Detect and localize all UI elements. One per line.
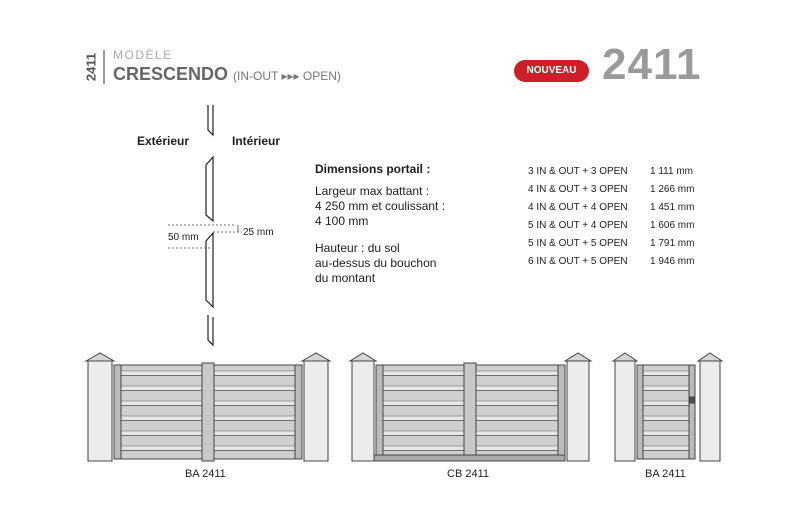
dimensions-width-text: Largeur max battant : 4 250 mm et coulis… bbox=[315, 184, 446, 228]
gate-cb-center bbox=[348, 352, 593, 462]
size-height: 1 606 mm bbox=[650, 220, 695, 231]
size-row: 4 IN & OUT + 3 OPEN 1 266 mm bbox=[528, 184, 694, 202]
size-config: 3 IN & OUT + 3 OPEN bbox=[528, 166, 628, 177]
gate-ba-pedestrian bbox=[611, 352, 724, 462]
profile-section-diagram bbox=[168, 105, 242, 347]
size-row: 6 IN & OUT + 5 OPEN 1 946 mm bbox=[528, 256, 694, 274]
size-config: 6 IN & OUT + 5 OPEN bbox=[528, 256, 628, 267]
size-row: 4 IN & OUT + 4 OPEN 1 451 mm bbox=[528, 202, 694, 220]
gate-illustrations bbox=[84, 352, 724, 462]
dimensions-height-text: Hauteur : du sol au-dessus du bouchon du… bbox=[315, 241, 437, 285]
exterior-label: Extérieur bbox=[137, 134, 190, 148]
size-config: 5 IN & OUT + 4 OPEN bbox=[528, 220, 628, 231]
size-row: 5 IN & OUT + 5 OPEN 1 791 mm bbox=[528, 238, 694, 256]
size-height: 1 791 mm bbox=[650, 238, 695, 249]
size-table: 3 IN & OUT + 3 OPEN 1 111 mm 4 IN & OUT +… bbox=[528, 166, 694, 274]
model-title: CRESCENDO (IN-OUT ▸▸▸ OPEN) bbox=[113, 64, 341, 85]
nouveau-badge: NOUVEAU bbox=[514, 60, 589, 82]
size-config: 5 IN & OUT + 5 OPEN bbox=[528, 238, 628, 249]
size-row: 5 IN & OUT + 4 OPEN 1 606 mm bbox=[528, 220, 694, 238]
size-height: 1 111 mm bbox=[650, 166, 693, 177]
size-config: 4 IN & OUT + 4 OPEN bbox=[528, 202, 628, 213]
size-height: 1 266 mm bbox=[650, 184, 695, 195]
dim-25-label: 25 mm bbox=[243, 227, 274, 238]
header-divider bbox=[103, 50, 105, 84]
size-height: 1 946 mm bbox=[650, 256, 695, 267]
interior-label: Intérieur bbox=[232, 134, 281, 148]
dimensions-title: Dimensions portail : bbox=[315, 162, 431, 176]
size-row: 3 IN & OUT + 3 OPEN 1 111 mm bbox=[528, 166, 694, 184]
size-height: 1 451 mm bbox=[650, 202, 695, 213]
gate-ba-left bbox=[84, 352, 332, 462]
gate-caption-2: CB 2411 bbox=[447, 468, 489, 480]
model-number: 2411 bbox=[602, 40, 702, 89]
dim-50-label: 50 mm bbox=[168, 232, 199, 243]
modele-label: MODÈLE bbox=[113, 48, 173, 62]
size-config: 4 IN & OUT + 3 OPEN bbox=[528, 184, 628, 195]
model-variant: (IN-OUT ▸▸▸ OPEN) bbox=[233, 69, 341, 83]
gate-caption-3: BA 2411 bbox=[645, 468, 686, 480]
gate-caption-1: BA 2411 bbox=[185, 468, 226, 480]
model-name: CRESCENDO bbox=[113, 64, 229, 84]
